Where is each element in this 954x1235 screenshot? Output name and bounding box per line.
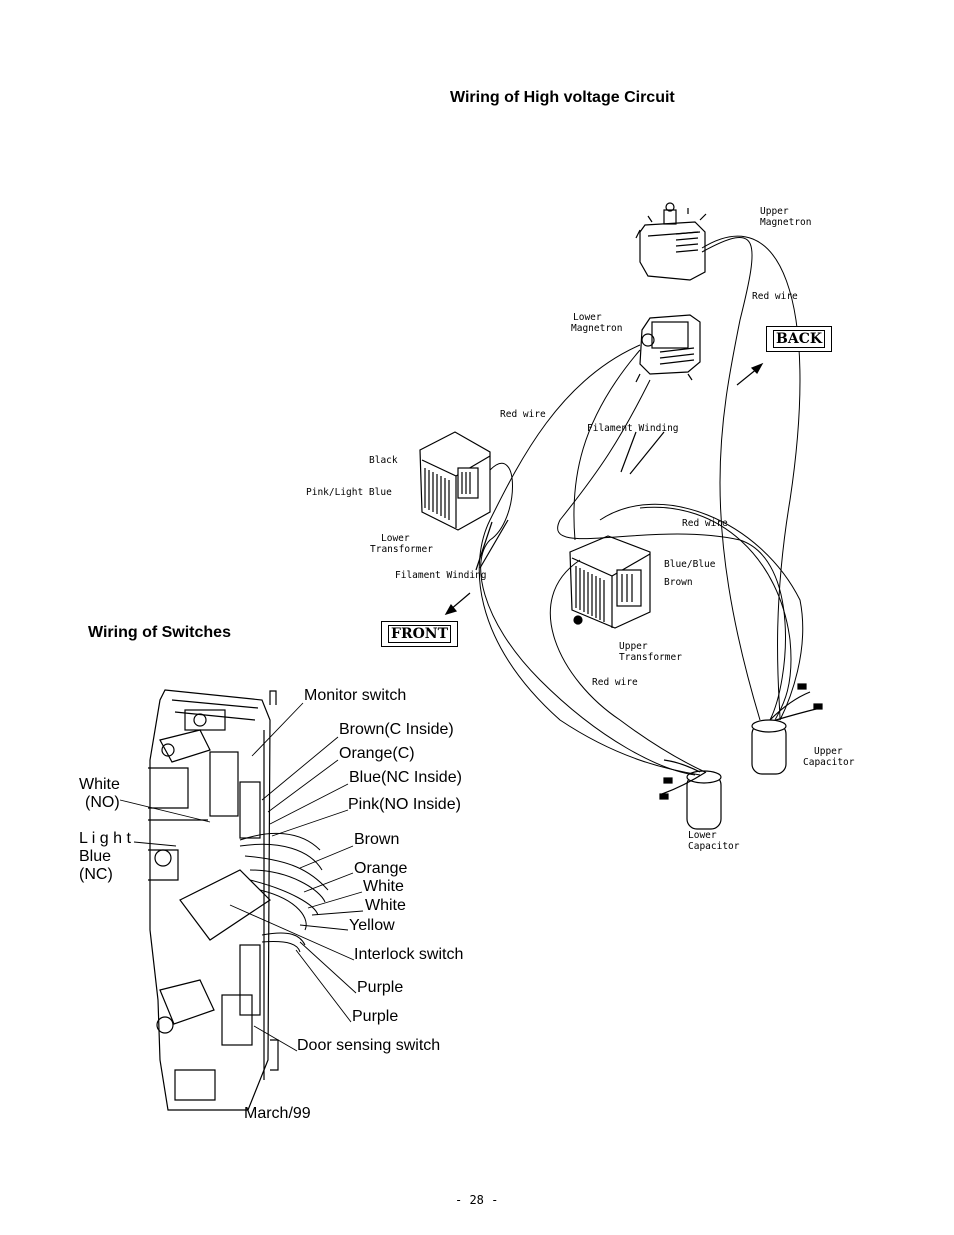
blue-nc-inside-label: Blue(NC Inside) bbox=[349, 769, 462, 786]
white-wire-label-1: White bbox=[363, 878, 404, 895]
monitor-switch-label: Monitor switch bbox=[304, 687, 407, 704]
purple-wire-label-1: Purple bbox=[357, 979, 404, 996]
white-no-label: White (NO) bbox=[79, 776, 120, 811]
red-wire-label-lower: Red wire bbox=[592, 677, 638, 688]
leader-lines bbox=[119, 702, 364, 1052]
lower-transformer-drawing bbox=[419, 431, 491, 531]
back-label: BACK bbox=[766, 326, 833, 352]
pink-light-blue-label: Pink/Light Blue bbox=[306, 487, 392, 498]
yellow-wire-label: Yellow bbox=[349, 917, 395, 934]
black-label: Black bbox=[369, 455, 398, 466]
white-wire-label-2: White bbox=[365, 897, 406, 914]
switch-wires bbox=[239, 832, 329, 953]
pink-no-inside-label: Pink(NO Inside) bbox=[348, 796, 461, 813]
interlock-switch-label: Interlock switch bbox=[354, 946, 464, 963]
brown-label-transformer: Brown bbox=[664, 577, 693, 588]
page-number: - 28 - bbox=[455, 1193, 499, 1207]
front-label: FRONT bbox=[381, 621, 458, 647]
red-wire-label-right: Red wire bbox=[682, 518, 728, 529]
high-voltage-title: Wiring of High voltage Circuit bbox=[450, 89, 675, 106]
brown-c-inside-label: Brown(C Inside) bbox=[339, 721, 454, 738]
hv-wires bbox=[478, 235, 804, 776]
switch-assembly-drawing bbox=[148, 689, 279, 1111]
capacitor-drawings bbox=[659, 683, 823, 830]
light-blue-nc-label: L i g h t Blue (NC) bbox=[79, 830, 131, 883]
direction-arrows bbox=[444, 362, 764, 615]
switches-title: Wiring of Switches bbox=[88, 624, 231, 641]
filament-winding-label-upper: Filament Winding bbox=[587, 423, 679, 434]
upper-transformer-drawing bbox=[569, 535, 651, 629]
orange-c-label: Orange(C) bbox=[339, 745, 415, 762]
orange-wire-label: Orange bbox=[354, 860, 408, 877]
brown-wire-label: Brown bbox=[354, 831, 400, 848]
door-sensing-switch-label: Door sensing switch bbox=[297, 1037, 441, 1054]
red-wire-label-upper-right: Red wire bbox=[752, 291, 798, 302]
upper-magnetron-drawing bbox=[635, 202, 707, 281]
lower-magnetron-drawing bbox=[635, 314, 701, 383]
red-wire-label-mid: Red wire bbox=[500, 409, 546, 420]
blue-blue-label: Blue/Blue bbox=[664, 559, 716, 570]
purple-wire-label-2: Purple bbox=[352, 1008, 399, 1025]
date-label: March/99 bbox=[244, 1105, 311, 1122]
filament-winding-label-lower: Filament Winding bbox=[395, 570, 487, 581]
